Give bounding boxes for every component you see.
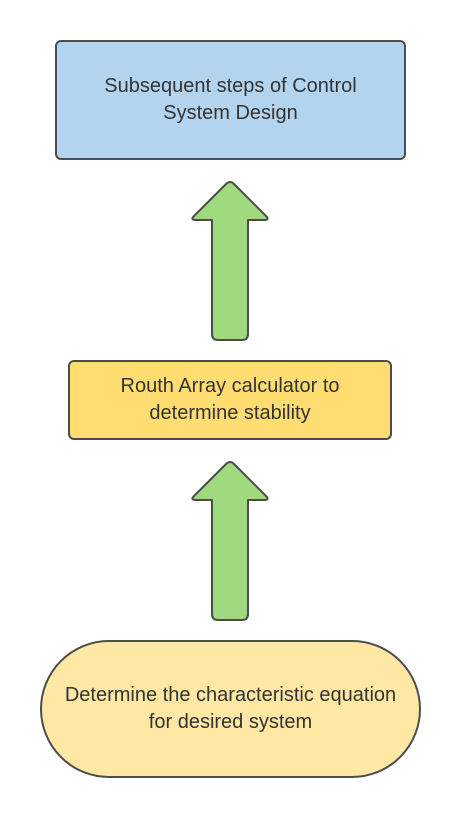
node-routh-array-line-1: Routh Array calculator to [120,375,340,397]
node-characteristic-equation-label: Determine the characteristic equation fo… [65,682,396,736]
node-subsequent-steps-label: Subsequent steps of Control System Desig… [104,73,356,127]
node-subsequent-steps: Subsequent steps of Control System Desig… [55,40,406,160]
node-characteristic-equation-line-1: Determine the characteristic equation [64,684,397,706]
node-subsequent-steps-line-2: System Design [163,102,298,124]
node-routh-array-label: Routh Array calculator to determine stab… [121,373,340,427]
arrow-up-icon [191,181,269,341]
arrow-up-shape [191,181,269,341]
node-subsequent-steps-line-1: Subsequent steps of Control [104,75,357,97]
node-routh-array: Routh Array calculator to determine stab… [68,360,392,440]
node-routh-array-line-2: determine stability [149,402,311,424]
node-characteristic-equation: Determine the characteristic equation fo… [40,640,421,778]
arrow-up-icon [191,461,269,621]
node-characteristic-equation-line-2: for desired system [148,711,313,733]
arrow-up-shape [191,461,269,621]
